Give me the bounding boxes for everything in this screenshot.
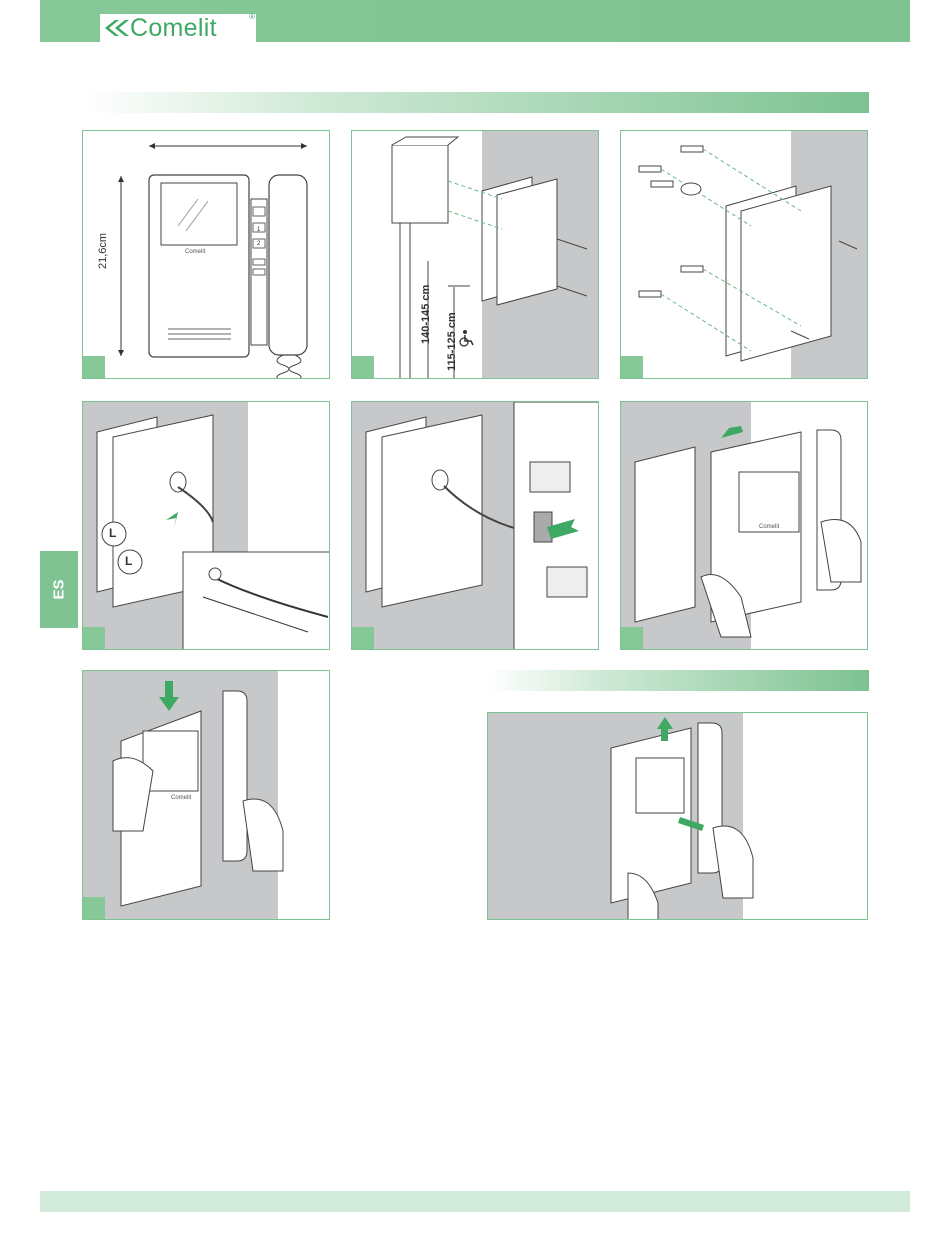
remove-monitor-illustration (488, 713, 868, 920)
panel-dimensions: 21,6cm 1 2 Comelit (82, 130, 330, 379)
step-marker (352, 356, 374, 378)
step-marker (83, 356, 105, 378)
plug-terminal-illustration (352, 402, 599, 650)
dimension-height-label: 21,6cm (97, 233, 109, 269)
panel-fixing-screws (620, 130, 868, 379)
monitor-button-1-label: 1 (257, 227, 260, 233)
monitor-brand-label: Comelit (185, 249, 205, 255)
panel-cable-connection: L L (82, 401, 330, 650)
fixing-screws-illustration (621, 131, 868, 379)
panel-plug-terminal (351, 401, 599, 650)
registered-mark: ® (249, 12, 255, 21)
panel-remove-monitor (487, 712, 868, 920)
mounting-height-illustration (352, 131, 599, 379)
comelit-logo-icon (103, 18, 133, 38)
step-marker (352, 627, 374, 649)
section-bar-removal (487, 670, 869, 691)
step-marker (83, 627, 105, 649)
wheelchair-icon (457, 329, 475, 347)
panel-mounting-height: 140-145 cm 115-125 cm (351, 130, 599, 379)
panel-slide-monitor: Comelit (620, 401, 868, 650)
step-marker (621, 627, 643, 649)
brand-logo: Comelit ® (100, 14, 256, 42)
monitor-dimensions-illustration (83, 131, 330, 379)
press-monitor-illustration (83, 671, 330, 920)
connector-label-1: L (109, 526, 116, 540)
language-tab[interactable]: ES (40, 551, 78, 628)
brand-name: Comelit (130, 14, 217, 42)
connector-label-2: L (125, 554, 132, 568)
monitor-brand-label: Comelit (171, 795, 191, 801)
height-range-standard: 140-145 cm (420, 285, 432, 344)
section-bar-installation (82, 92, 869, 113)
footer-bar (40, 1191, 910, 1212)
panel-press-monitor: Comelit (82, 670, 330, 920)
monitor-brand-label: Comelit (759, 524, 779, 530)
monitor-button-2-label: 2 (257, 241, 260, 247)
step-marker (83, 897, 105, 919)
language-code: ES (50, 579, 67, 599)
cable-connection-illustration (83, 402, 330, 650)
slide-monitor-illustration (621, 402, 868, 650)
step-marker (621, 356, 643, 378)
